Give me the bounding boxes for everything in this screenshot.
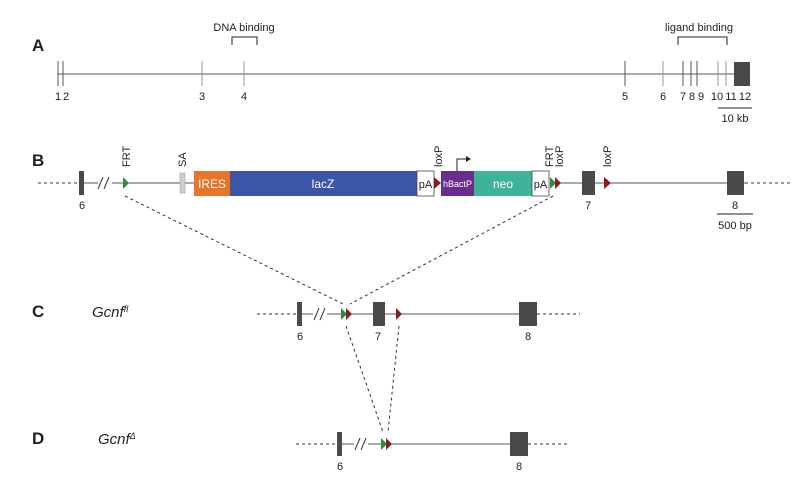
connector-c-d-right [387, 325, 400, 433]
neo-label: neo [493, 177, 513, 191]
loxp-site-1 [434, 177, 441, 189]
panel-label-c: C [32, 302, 44, 321]
break-marks-b [97, 176, 110, 190]
loxp-label-3: loxP [602, 146, 614, 167]
sa-box [179, 172, 186, 194]
domain-bracket-dna [231, 36, 258, 45]
scale-label-10kb: 10 kb [722, 113, 749, 125]
sa-label: SA [177, 152, 189, 167]
break-marks-c [313, 307, 326, 321]
ires-label: IRES [198, 177, 226, 191]
exon-7-block-c [373, 302, 385, 326]
exon-6-label-b: 6 [79, 200, 85, 212]
exon-number-11: 11 [725, 91, 736, 103]
pa-label-2: pA [534, 179, 548, 191]
exon-7-label-b: 7 [585, 200, 591, 212]
exon-number-5: 5 [622, 91, 628, 103]
exon-ticks [57, 61, 727, 86]
exon-6-block-c [297, 302, 302, 326]
connector-b-c-right [349, 195, 554, 305]
exon-8-block-d [510, 432, 528, 456]
frt-site-d [381, 438, 387, 450]
exon-8-block-c [519, 302, 537, 326]
lacz-box [230, 171, 417, 196]
ires-box [194, 171, 230, 196]
exon-8-block-b [727, 171, 744, 195]
loxp-site-c1 [346, 308, 352, 320]
exon-number-6: 6 [660, 91, 666, 103]
panel-label-a: A [32, 36, 44, 55]
exon-8-label-d: 8 [516, 461, 522, 473]
exon-6-label-c: 6 [297, 331, 303, 343]
frt-site-2 [550, 177, 556, 189]
loxp-site-c2 [396, 308, 402, 320]
allele-name-flox: Gcnffl [92, 304, 129, 321]
exon-number-12: 12 [739, 91, 751, 103]
panel-label-b: B [32, 151, 44, 170]
frt-label-1: FRT [121, 146, 133, 167]
exon-number-2: 2 [63, 91, 69, 103]
panel-label-d: D [32, 429, 44, 448]
frt-site-c [341, 308, 347, 320]
exon-number-3: 3 [199, 91, 205, 103]
break-marks-d [354, 437, 367, 451]
domain-label-ligand: ligand binding [665, 22, 733, 34]
loxp-site-3 [604, 177, 611, 189]
hbactp-box [441, 171, 474, 196]
connector-b-c-left [124, 195, 344, 305]
neo-box [474, 171, 532, 196]
exon-8-label-b: 8 [732, 200, 738, 212]
frt-site-1 [123, 177, 129, 189]
lacz-label: lacZ [312, 177, 335, 191]
loxp-label-1: loxP [433, 146, 445, 167]
exon-7-block-b [582, 171, 595, 195]
scale-label-500bp: 500 bp [718, 220, 752, 232]
domain-label-dna: DNA binding [213, 22, 274, 34]
exon-number-8: 8 [689, 91, 695, 103]
allele-name-deleted: GcnfΔ [98, 431, 136, 448]
exon-number-4: 4 [241, 91, 247, 103]
exon-number-7: 7 [680, 91, 686, 103]
frt-label-2: FRT [544, 146, 556, 167]
exon-12-block [734, 62, 750, 86]
exon-6-block-b [79, 171, 84, 195]
pa-label-1: pA [419, 179, 433, 191]
loxp-label-2: loxP [554, 146, 566, 167]
promoter-arrow-icon [456, 156, 471, 171]
connector-c-d-left [345, 325, 384, 433]
exon-number-9: 9 [698, 91, 704, 103]
exon-8-label-c: 8 [525, 331, 531, 343]
exon-6-label-d: 6 [337, 461, 343, 473]
exon-number-1: 1 [55, 91, 61, 103]
loxp-site-d [386, 438, 392, 450]
exon-6-block-d [337, 432, 342, 456]
pa-box-2 [531, 170, 550, 197]
domain-bracket-ligand [677, 36, 728, 45]
exon-7-label-c: 7 [375, 331, 381, 343]
loxp-site-2 [555, 177, 561, 189]
hbactp-label: hBactP [443, 179, 472, 189]
exon-number-10: 10 [711, 91, 723, 103]
